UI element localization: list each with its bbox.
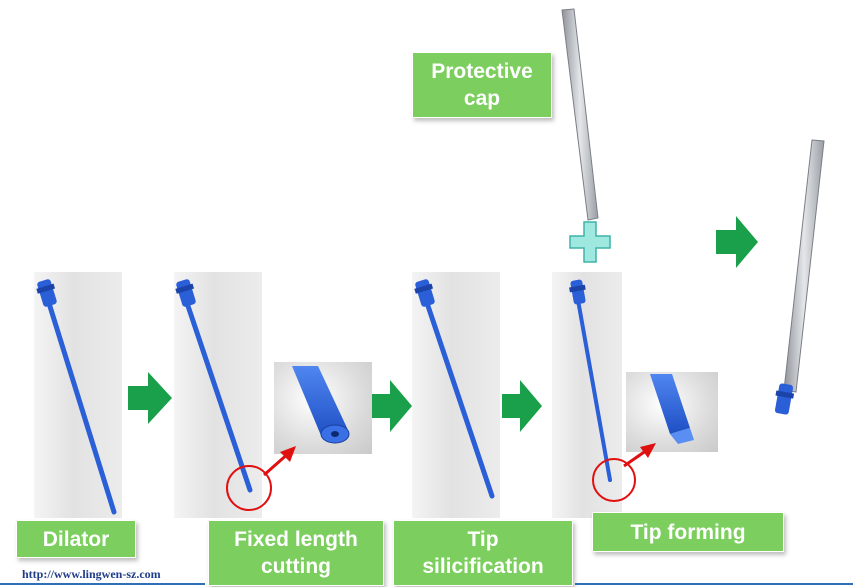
cut-tip-detail [292, 366, 350, 444]
tip-silicification-label: Tip silicification [393, 520, 573, 586]
assembled-product-illustration [774, 139, 825, 415]
footer-url-link[interactable]: http://www.lingwen-sz.com [22, 567, 161, 581]
process-arrow-icon [716, 216, 758, 268]
footer-rule-left [0, 583, 205, 585]
process-arrow-icon [128, 372, 172, 424]
formed-dilator-illustration [569, 279, 612, 482]
process-arrow-icon [502, 380, 542, 432]
forming-highlight-circle [592, 458, 636, 502]
dilator-illustration [36, 279, 117, 515]
zoom-pointer-arrow-icon [623, 443, 656, 468]
process-arrow-icon [372, 380, 412, 432]
zoom-pointer-arrow-icon [263, 446, 296, 477]
fixed-length-cutting-label: Fixed length cutting [208, 520, 384, 586]
formed-tip-detail [650, 374, 694, 444]
plus-icon [569, 221, 611, 263]
cut-highlight-circle [226, 465, 272, 511]
protective-cap-illustration [561, 8, 599, 221]
cut-dilator-illustration [175, 279, 253, 493]
silicified-dilator-illustration [414, 279, 495, 499]
protective-cap-label: Protective cap [412, 52, 552, 118]
footer-rule-right [575, 583, 853, 585]
tip-forming-label: Tip forming [592, 512, 784, 552]
dilator-label: Dilator [16, 520, 136, 558]
